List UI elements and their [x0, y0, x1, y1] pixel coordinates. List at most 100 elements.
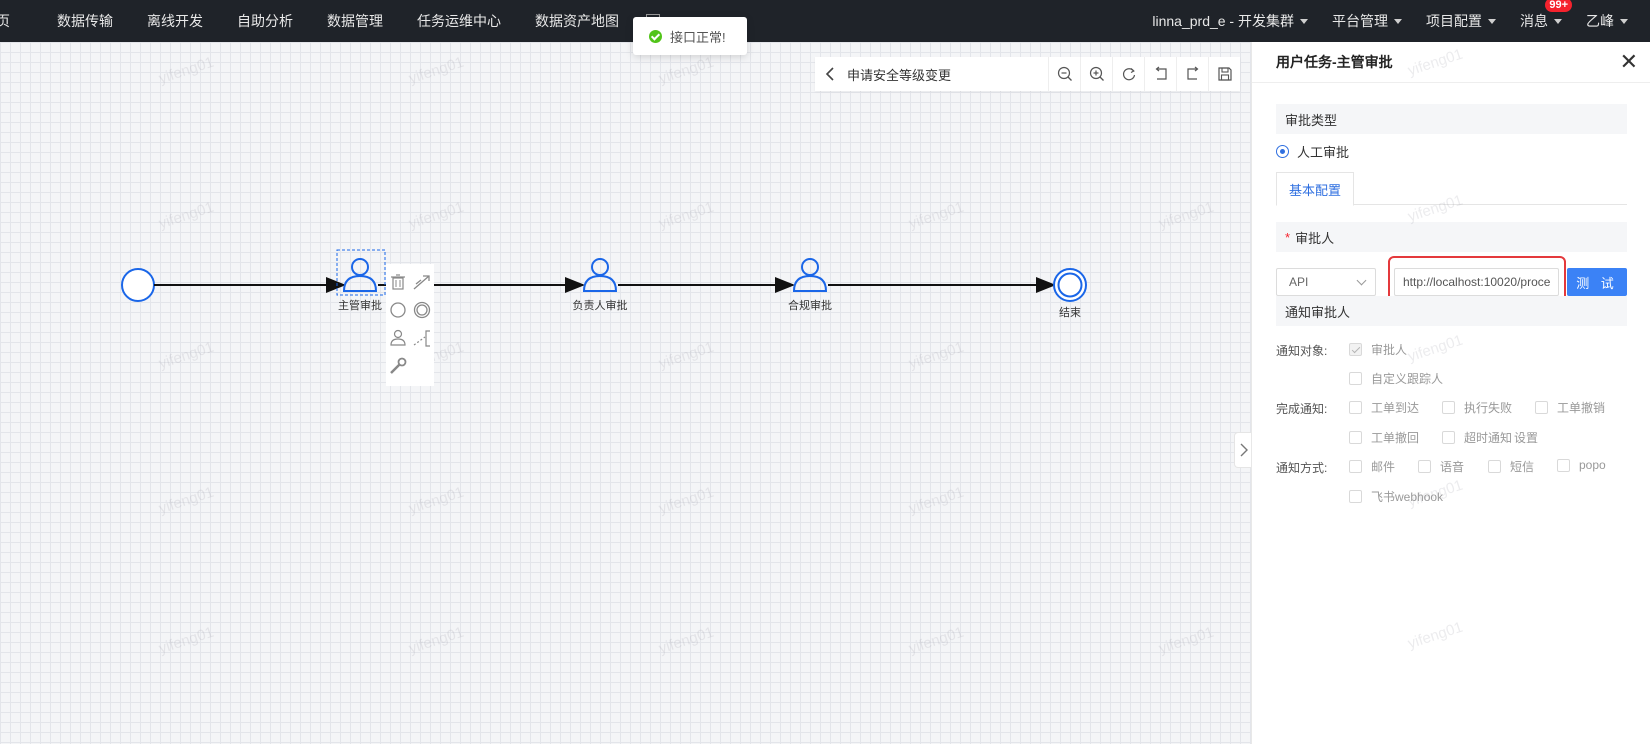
panel-header: 用户任务-主管审批 ✕ — [1252, 42, 1650, 83]
checkbox-label: 自定义跟踪人 — [1371, 372, 1444, 386]
checkbox-icon[interactable] — [1418, 460, 1431, 473]
approver-url-input[interactable] — [1394, 268, 1559, 296]
wrench-icon[interactable] — [388, 356, 408, 376]
checkbox-ticket-arrive[interactable]: 工单到达 — [1349, 399, 1419, 416]
panel-toggle-chevron-right-icon[interactable] — [1234, 432, 1252, 468]
approver-header: *审批人 — [1276, 222, 1627, 252]
approver-type-select[interactable]: API — [1276, 268, 1376, 296]
checkbox-icon[interactable] — [1349, 490, 1362, 503]
nav-item-asset-map[interactable]: 数据资产地图 — [535, 13, 619, 29]
save-icon[interactable] — [1208, 57, 1240, 91]
checkbox-checked-icon[interactable] — [1349, 343, 1362, 356]
zoom-out-icon[interactable] — [1048, 57, 1080, 91]
checkbox-label: popo — [1579, 458, 1606, 472]
start-event[interactable] — [121, 268, 155, 302]
panel-title: 用户任务-主管审批 — [1276, 54, 1393, 70]
selection-box — [336, 249, 386, 296]
notify-approver-header: 通知审批人 — [1276, 296, 1627, 326]
checkbox-ticket-withdraw[interactable]: 工单撤回 — [1349, 429, 1419, 446]
process-title: 申请安全等级变更 — [847, 67, 952, 83]
timeout-settings-link[interactable]: 设置 — [1514, 431, 1539, 445]
watermark: yifeng01 — [1405, 618, 1465, 653]
watermark: yifeng01 — [1405, 331, 1465, 366]
checkbox-icon[interactable] — [1349, 431, 1362, 444]
approval-type-radio[interactable]: 人工审批 — [1276, 142, 1349, 161]
checkbox-label: 执行失败 — [1464, 401, 1513, 415]
checkbox-feishu-webhook[interactable]: 飞书webhook — [1349, 488, 1443, 505]
cluster-selector[interactable]: linna_prd_e - 开发集群 — [1140, 11, 1320, 31]
message-count-badge: 99+ — [1545, 0, 1572, 12]
chevron-down-icon — [1394, 18, 1402, 24]
checkbox-label: 超时通知 — [1464, 431, 1513, 445]
node-label-end: 结束 — [1059, 307, 1081, 319]
checkbox-label: 审批人 — [1371, 343, 1408, 357]
user-task-icon[interactable] — [792, 258, 828, 292]
chevron-down-icon — [1620, 18, 1628, 24]
checkbox-custom-tracker[interactable]: 自定义跟踪人 — [1349, 370, 1443, 387]
checkbox-label: 飞书webhook — [1371, 490, 1444, 504]
checkbox-icon[interactable] — [1349, 460, 1362, 473]
user-name: 乙峰 — [1586, 13, 1614, 29]
annotation-icon[interactable] — [412, 328, 432, 348]
checkbox-label: 工单撤回 — [1371, 431, 1420, 445]
node-label-owner-approval: 负责人审批 — [572, 300, 628, 312]
zoom-in-icon[interactable] — [1080, 57, 1112, 91]
complete-notify-label: 完成通知: — [1276, 402, 1328, 416]
notify-target-label: 通知对象: — [1276, 344, 1328, 358]
checkbox-icon[interactable] — [1349, 372, 1362, 385]
close-icon[interactable]: ✕ — [1619, 49, 1638, 74]
circle-icon[interactable] — [388, 300, 408, 320]
nav-item-task-ops[interactable]: 任务运维中心 — [417, 13, 501, 29]
test-button[interactable]: 测 试 — [1567, 268, 1627, 296]
approver-type-value: API — [1289, 275, 1309, 289]
required-mark: * — [1285, 229, 1291, 245]
checkbox-exec-failed[interactable]: 执行失败 — [1442, 399, 1512, 416]
node-label-manager-approval: 主管审批 — [338, 300, 382, 312]
flow-canvas[interactable]: yifeng01 yifeng01 yifeng01 yifeng01 yife… — [0, 42, 1251, 744]
checkbox-icon[interactable] — [1442, 401, 1455, 414]
checkbox-icon[interactable] — [1535, 401, 1548, 414]
back-arrow-icon[interactable] — [815, 66, 845, 82]
nav-item-data-management[interactable]: 数据管理 — [327, 13, 383, 29]
node-label-compliance-approval: 合规审批 — [788, 300, 832, 312]
user-task-icon[interactable] — [342, 258, 378, 292]
checkbox-approver[interactable]: 审批人 — [1349, 341, 1407, 358]
redo-icon[interactable] — [1176, 57, 1208, 91]
checkbox-icon[interactable] — [1557, 458, 1570, 472]
checkbox-icon[interactable] — [1349, 401, 1362, 414]
nav-item-self-analysis[interactable]: 自助分析 — [237, 13, 293, 29]
tab-basic-config[interactable]: 基本配置 — [1276, 172, 1354, 206]
checkbox-voice[interactable]: 语音 — [1418, 458, 1464, 475]
nav-item-home[interactable]: 页 — [0, 13, 10, 29]
notify-header-label: 通知审批人 — [1285, 304, 1351, 320]
checkbox-timeout-notify[interactable]: 超时通知设置 — [1442, 429, 1538, 446]
user-task-icon[interactable] — [582, 258, 618, 292]
checkbox-label: 邮件 — [1371, 460, 1396, 474]
project-menu[interactable]: 项目配置 — [1414, 11, 1508, 31]
project-label: 项目配置 — [1426, 13, 1482, 29]
end-event[interactable] — [1053, 268, 1087, 302]
connect-arrow-icon[interactable] — [412, 272, 432, 292]
check-circle-icon — [649, 29, 662, 43]
trash-icon[interactable] — [388, 272, 408, 292]
checkbox-icon[interactable] — [1488, 460, 1501, 473]
checkbox-icon[interactable] — [1442, 431, 1455, 444]
chevron-down-icon — [1488, 18, 1496, 24]
checkbox-label: 工单撤销 — [1557, 401, 1606, 415]
double-circle-icon[interactable] — [412, 300, 432, 320]
user-icon[interactable] — [388, 328, 408, 348]
undo-icon[interactable] — [1144, 57, 1176, 91]
checkbox-sms[interactable]: 短信 — [1488, 458, 1534, 475]
platform-menu[interactable]: 平台管理 — [1320, 11, 1414, 31]
checkbox-email[interactable]: 邮件 — [1349, 458, 1395, 475]
checkbox-popo[interactable]: popo — [1557, 458, 1606, 472]
reset-icon[interactable] — [1112, 57, 1144, 91]
radio-checked-icon[interactable] — [1276, 145, 1289, 158]
main-menu: 页 数据传输 离线开发 自助分析 数据管理 任务运维中心 数据资产地图 — [0, 0, 660, 42]
user-menu[interactable]: 乙峰 — [1574, 11, 1650, 31]
checkbox-ticket-cancel[interactable]: 工单撤销 — [1535, 399, 1605, 416]
nav-item-offline-dev[interactable]: 离线开发 — [147, 13, 203, 29]
nav-item-data-transfer[interactable]: 数据传输 — [57, 13, 113, 29]
